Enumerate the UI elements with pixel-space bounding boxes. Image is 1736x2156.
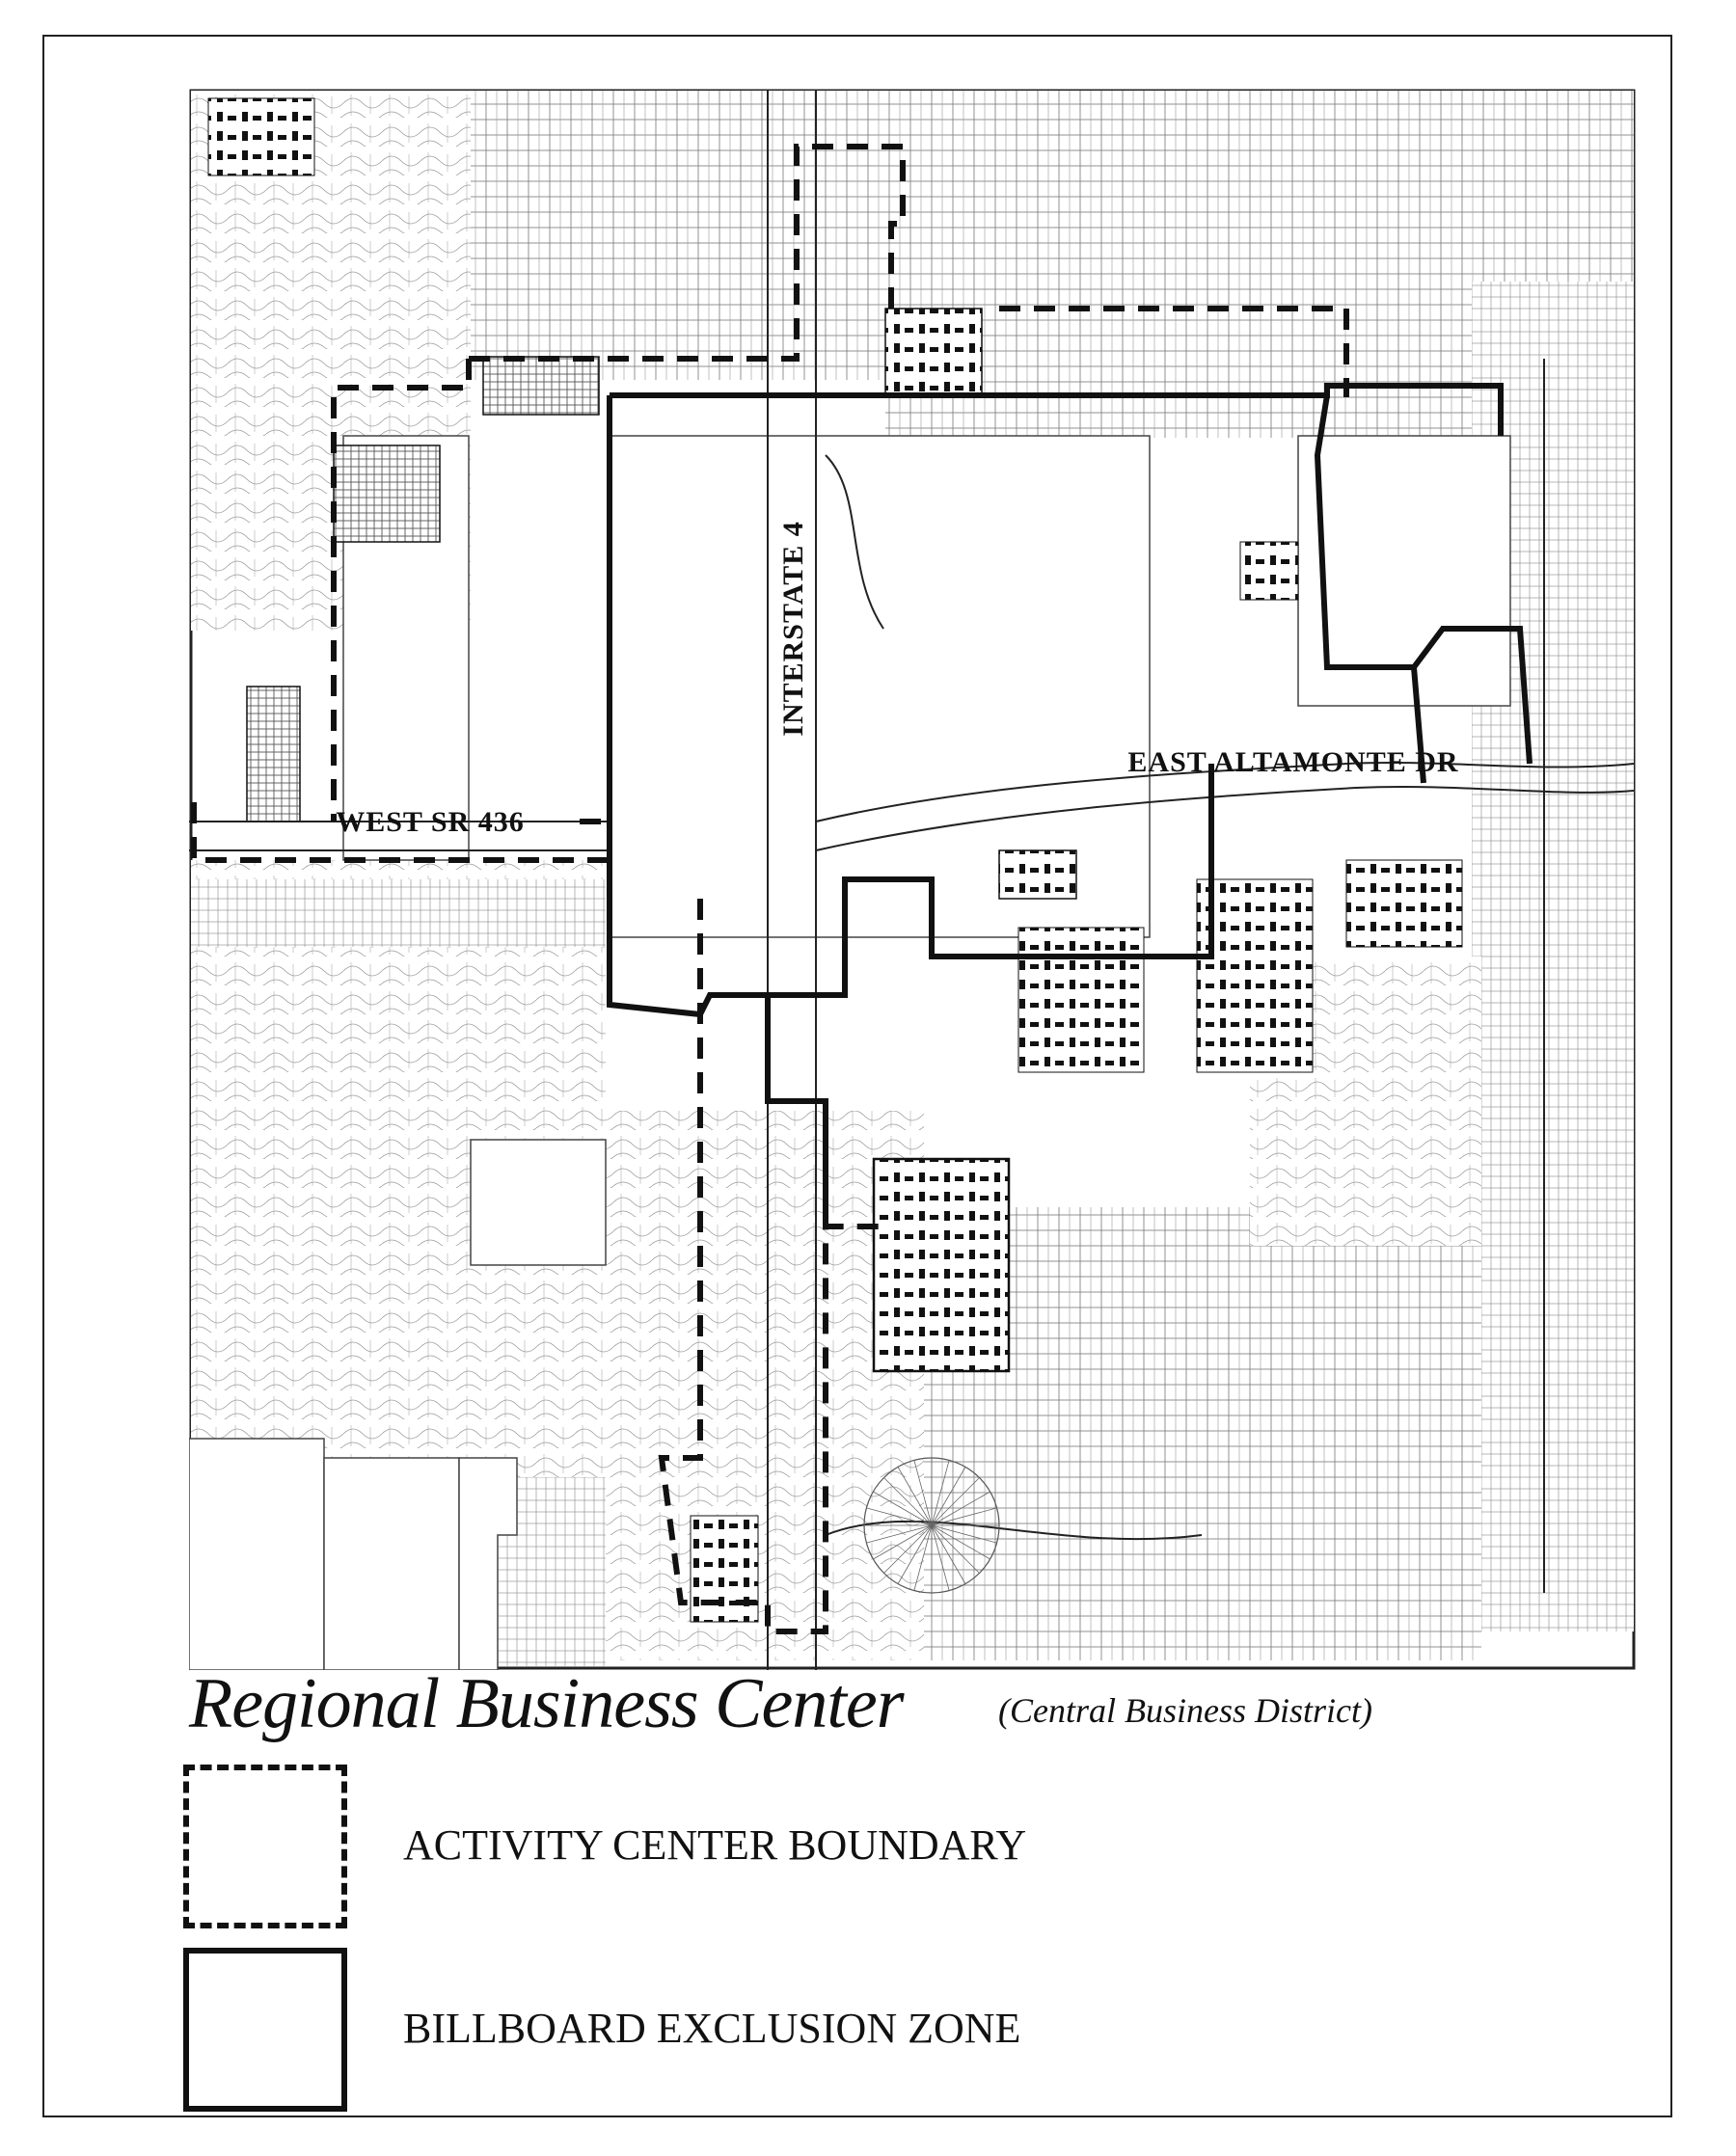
spoke-line (931, 1524, 980, 1574)
page-frame (42, 35, 1672, 2117)
spoke-line (913, 1460, 933, 1526)
spoke-line (866, 1524, 933, 1544)
open-parcel-block-4 (470, 1139, 607, 1266)
spoke-line (883, 1524, 933, 1574)
east-open-area (1297, 435, 1511, 707)
spoke-line (866, 1507, 933, 1526)
spoke-line (897, 1467, 933, 1526)
dashed-boundary-swatch (183, 1765, 347, 1928)
spoke-line (931, 1467, 966, 1526)
map-panel[interactable]: WEST SR 436 INTERSTATE 4 EAST ALTAMONTE … (189, 89, 1636, 1670)
road-west-sr-436 (189, 821, 610, 851)
spoke-line (931, 1524, 966, 1584)
building-cluster-4 (884, 308, 983, 396)
road-curve-north (825, 454, 884, 630)
building-cluster-12 (690, 1515, 759, 1623)
building-cluster-5 (998, 849, 1077, 900)
open-parcel-block-2 (323, 1457, 460, 1670)
parcels-center-s (606, 1111, 924, 1660)
building-cluster-6 (1017, 927, 1145, 1073)
road-east-altamonte (815, 761, 1635, 822)
west-sr-436-label: WEST SR 436 (336, 806, 525, 838)
spoke-line (873, 1524, 933, 1560)
building-cluster-3 (482, 356, 600, 416)
road-east-altamonte-edge (815, 785, 1635, 851)
building-cluster-2 (333, 445, 441, 543)
legend-subtitle: (Central Business District) (998, 1691, 1372, 1730)
spoke-line (931, 1507, 997, 1526)
billboard-exclusion-zone (607, 383, 1533, 1226)
solid-boundary-swatch (183, 1948, 347, 2112)
open-parcel-block-3 (458, 1457, 518, 1670)
spoke-line (897, 1524, 933, 1584)
road-i4-corridor (767, 91, 817, 1670)
legend-label-activity-center: ACTIVITY CENTER BOUNDARY (403, 1821, 1027, 1869)
interstate-4-label: INTERSTATE 4 (777, 521, 809, 736)
cul-de-sac-spokes (864, 1458, 999, 1593)
road-south-curve (825, 1521, 1203, 1541)
spoke-line (931, 1524, 997, 1544)
east-altamonte-dr-label: EAST ALTAMONTE DR (1127, 746, 1458, 778)
building-cluster-7 (872, 1157, 1011, 1373)
building-cluster-11 (1239, 541, 1299, 601)
parcels-n (471, 91, 885, 380)
legend-label-billboard-exclusion: BILLBOARD EXCLUSION ZONE (403, 2005, 1021, 2052)
building-clusters (207, 97, 1463, 1623)
activity-center-boundary (191, 144, 1349, 1634)
legend-title: Regional Business Center (189, 1664, 905, 1743)
road-network (189, 91, 1635, 1670)
spoke-line (931, 1524, 950, 1591)
open-areas (189, 435, 1511, 1670)
parcels-sw-band (191, 879, 606, 947)
parcel-map[interactable]: WEST SR 436 INTERSTATE 4 EAST ALTAMONTE … (189, 89, 1636, 1670)
spoke-line (931, 1477, 980, 1526)
spoke-line (913, 1524, 933, 1591)
building-cluster-1 (246, 686, 301, 822)
building-cluster-8 (1196, 878, 1314, 1073)
spoke-line (931, 1491, 990, 1526)
spoke-line (883, 1477, 933, 1526)
building-cluster-9 (1345, 859, 1463, 948)
building-cluster-10 (207, 97, 315, 176)
spoke-line (931, 1460, 950, 1526)
spoke-line (873, 1491, 933, 1526)
open-parcel-block-1 (189, 1438, 325, 1670)
spoke-line (931, 1524, 990, 1560)
